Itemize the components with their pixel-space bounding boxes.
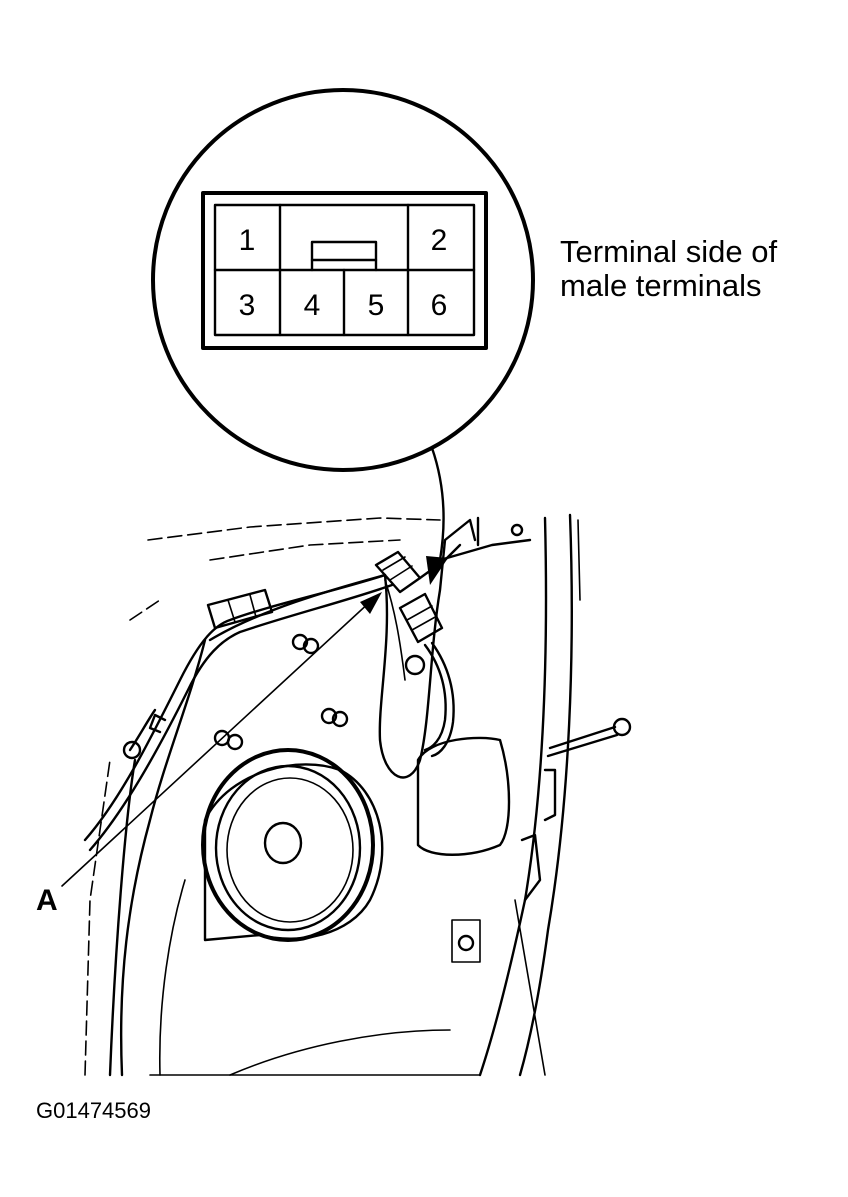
speaker-connector-body — [398, 592, 444, 644]
door-left-inner-contour — [158, 879, 186, 1076]
callout-caption-line2: male terminals — [560, 268, 762, 303]
terminal-4-label: 4 — [304, 289, 321, 322]
terminal-5-label: 5 — [368, 289, 385, 322]
magnifier-circle — [151, 88, 535, 472]
screw-posts — [213, 523, 524, 963]
door-frame-right — [478, 516, 548, 1077]
speaker — [201, 748, 384, 942]
speaker-rim — [201, 748, 375, 942]
figure-id: G01474569 — [36, 1098, 151, 1123]
door-left-edge — [84, 759, 111, 1076]
callout-caption-line1: Terminal side of — [560, 234, 777, 269]
inline-connector-seam — [227, 599, 236, 623]
inline-connector — [206, 588, 274, 630]
door-frame-right-outer — [518, 513, 573, 1077]
terminal-1-label: 1 — [239, 224, 256, 257]
connector-outer-shell — [201, 191, 488, 350]
screw-post — [226, 733, 244, 751]
door-frame-lower-line — [514, 899, 546, 1076]
terminal-3-label: 3 — [239, 289, 256, 322]
connector-a-seam — [389, 565, 413, 581]
door-panel — [84, 513, 632, 1077]
terminal-2-label: 2 — [431, 224, 448, 257]
connector-a-seam — [382, 556, 406, 571]
terminal-6-label: 6 — [431, 289, 448, 322]
part-a-label: A — [36, 884, 58, 917]
speaker-cone-outer — [214, 764, 362, 932]
door-top-rail — [438, 538, 532, 562]
speaker-connector-seam — [411, 615, 438, 631]
part-a-leader-line — [61, 599, 373, 887]
door-top-edge — [147, 517, 441, 541]
door-rod — [546, 733, 619, 758]
connector-a-wire — [418, 543, 462, 580]
part-a-arrowhead — [360, 592, 382, 614]
bolt-bracket — [451, 919, 481, 963]
harness-wire — [88, 583, 394, 852]
screw-post — [510, 523, 524, 537]
screw-post — [404, 654, 426, 676]
bolt — [457, 934, 475, 952]
door-panel-ridge — [384, 579, 406, 681]
door-edge-fragment — [129, 599, 161, 621]
screw-post — [291, 633, 309, 651]
harness-wire — [83, 573, 387, 842]
part-a-callout: A — [36, 592, 382, 917]
speaker-connector-seam — [406, 605, 433, 621]
access-hole — [416, 736, 511, 856]
door-left-contour — [119, 638, 207, 1077]
speaker-lead-wire — [430, 641, 455, 758]
harness-clip — [122, 740, 142, 760]
screw-post — [331, 710, 349, 728]
door-top-edge-inner — [209, 539, 401, 561]
connector-face: 1 2 3 4 5 6 — [201, 191, 488, 350]
speaker-cone-inner — [226, 777, 354, 923]
door-rod — [548, 725, 617, 750]
door-rod-end — [612, 717, 632, 737]
wire-harness — [83, 543, 462, 1077]
inline-connector-seam — [249, 594, 257, 618]
speaker-dust-cap — [263, 821, 303, 865]
door-frame-detail — [577, 519, 581, 601]
screw-post — [302, 637, 320, 655]
door-latch-block — [543, 768, 557, 822]
harness-clip-wire — [128, 708, 157, 752]
door-hinge-block — [520, 833, 542, 902]
speaker-lead-wire — [423, 643, 447, 752]
screw-post — [320, 707, 338, 725]
connector-lock-tab — [310, 240, 378, 262]
door-bottom-contour — [229, 1029, 451, 1076]
magnifier-callout: 1 2 3 4 5 6 — [151, 88, 535, 585]
harness-clip-tab — [148, 713, 167, 734]
connector-a-body — [374, 550, 422, 594]
magnifier-leader-line — [430, 446, 445, 562]
harness-lower-wire — [108, 758, 137, 1077]
